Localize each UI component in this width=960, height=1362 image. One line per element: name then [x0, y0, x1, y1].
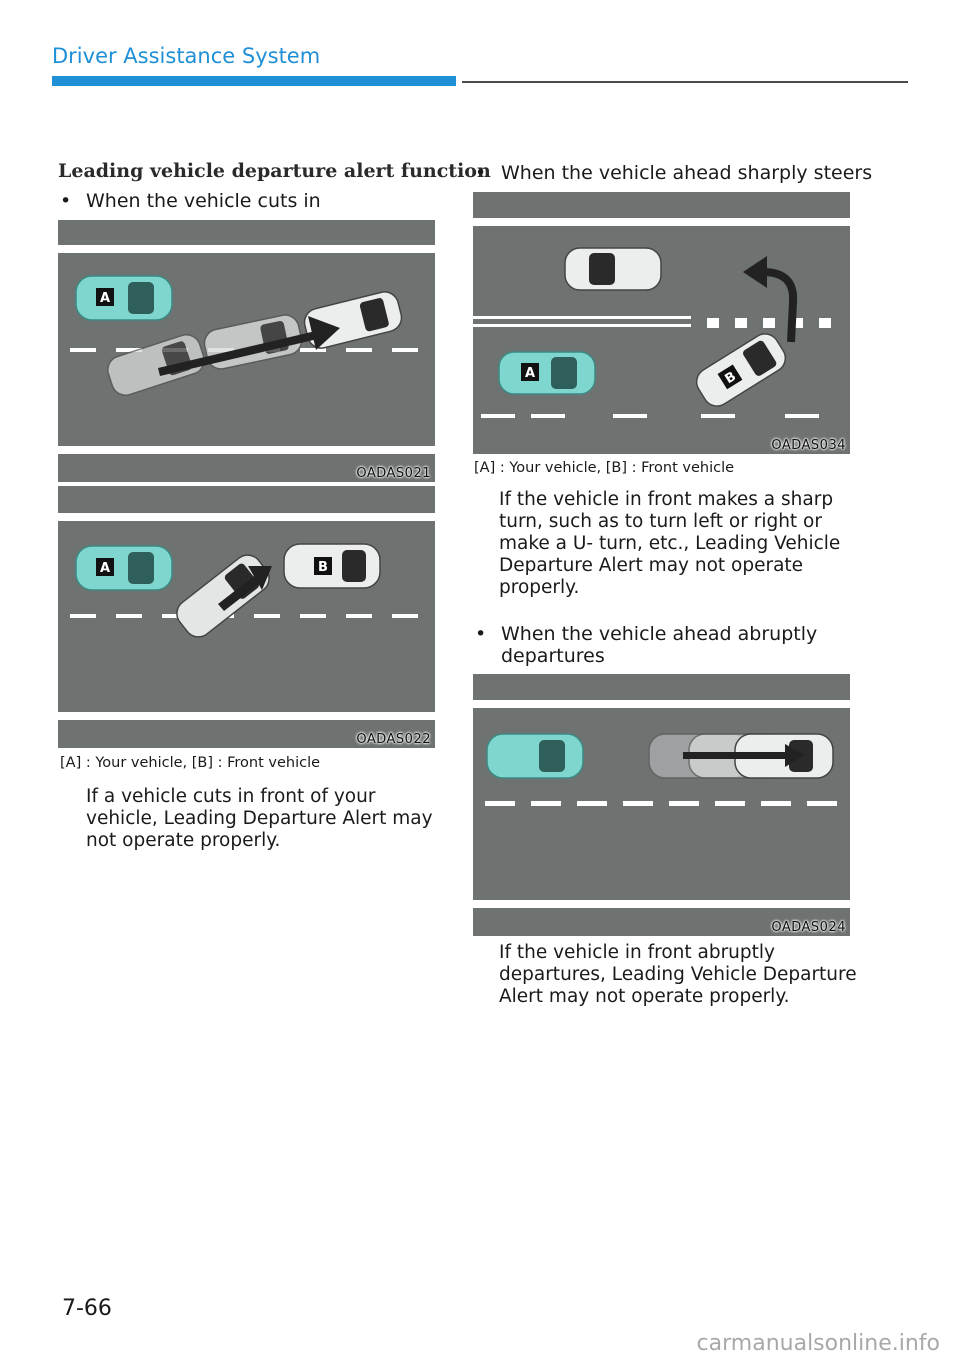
- right-body1-line: Departure Alert may not operate: [499, 555, 804, 576]
- right-body1-line: If the vehicle in front makes a sharp: [499, 489, 834, 510]
- right-body2-line: departures, Leading Vehicle Departure: [499, 964, 857, 985]
- right-body2-line: If the vehicle in front abruptly: [499, 942, 775, 963]
- bullet-cuts-in: • When the vehicle cuts in: [60, 190, 440, 212]
- right-body1-line: turn, such as to turn left or right or: [499, 511, 822, 532]
- figure-abrupt-departure: OADAS024: [473, 674, 850, 936]
- your-vehicle-a: A: [75, 545, 173, 591]
- right-body1-line: properly.: [499, 577, 580, 598]
- bullet-dot: •: [475, 623, 487, 645]
- bullet-text-line: When the vehicle ahead abruptly: [501, 623, 818, 645]
- figure-code-oadas022: OADAS022: [356, 732, 431, 747]
- bullet-text-line: departures: [501, 645, 605, 667]
- bullet-text: When the vehicle ahead abruptly departur…: [475, 623, 875, 667]
- right-body-paragraph-1: If the vehicle in front makes a sharp tu…: [499, 489, 859, 599]
- right-body2-line: Alert may not operate properly.: [499, 986, 790, 1007]
- figure-sharp-turn: A B OADAS034: [473, 192, 850, 454]
- vehicle-label-a: A: [525, 366, 535, 381]
- figure-cut-in-ab: A B OADAS022: [58, 486, 435, 748]
- figure-cut-in-ab-svg: A B: [58, 486, 435, 748]
- right-figure-caption: [A] : Your vehicle, [B] : Front vehicle: [474, 460, 735, 476]
- left-body-line: vehicle, Leading Departure Alert may: [86, 808, 433, 829]
- left-body-line: If a vehicle cuts in front of your: [86, 786, 376, 807]
- figure-code-oadas034: OADAS034: [771, 438, 846, 453]
- right-body-paragraph-2: If the vehicle in front abruptly departu…: [499, 942, 869, 1008]
- bullet-abruptly-departures: • When the vehicle ahead abruptly depart…: [475, 623, 875, 667]
- bullet-sharply-steers: • When the vehicle ahead sharply steers: [475, 162, 875, 184]
- header-rule: [462, 81, 908, 83]
- bullet-text: When the vehicle cuts in: [86, 190, 321, 212]
- page-header-title: Driver Assistance System: [52, 44, 321, 68]
- left-body-line: not operate properly.: [86, 830, 281, 851]
- figure-sharp-turn-svg: A B: [473, 192, 850, 454]
- vehicle-label-a: A: [100, 291, 110, 306]
- vehicle-label-a: A: [100, 561, 110, 576]
- front-vehicle-b: B: [695, 333, 787, 407]
- watermark: carmanualsonline.info: [696, 1331, 940, 1356]
- your-vehicle: [486, 733, 584, 779]
- figure-code-oadas021: OADAS021: [356, 466, 431, 481]
- bullet-text: When the vehicle ahead sharply steers: [501, 162, 873, 184]
- right-body1-line: make a U- turn, etc., Leading Vehicle: [499, 533, 841, 554]
- front-vehicle-b: B: [283, 543, 381, 589]
- figure-abrupt-departure-svg: [473, 674, 850, 936]
- your-vehicle-a: A: [498, 351, 596, 395]
- header-accent-bar: [52, 76, 456, 86]
- left-body-paragraph: If a vehicle cuts in front of your vehic…: [86, 786, 446, 852]
- section-heading: Leading vehicle departure alert function: [58, 160, 491, 182]
- left-figure-caption: [A] : Your vehicle, [B] : Front vehicle: [60, 755, 321, 771]
- your-vehicle-a: A: [75, 275, 173, 321]
- figure-code-oadas024: OADAS024: [771, 920, 846, 935]
- page-number: 7-66: [62, 1296, 112, 1321]
- figure-cut-in-sequence: A OADAS021: [58, 220, 435, 482]
- vehicle-label-b: B: [318, 560, 328, 575]
- bullet-dot: •: [475, 162, 487, 184]
- bullet-dot: •: [60, 190, 72, 212]
- figure-cut-in-sequence-svg: A: [58, 220, 435, 482]
